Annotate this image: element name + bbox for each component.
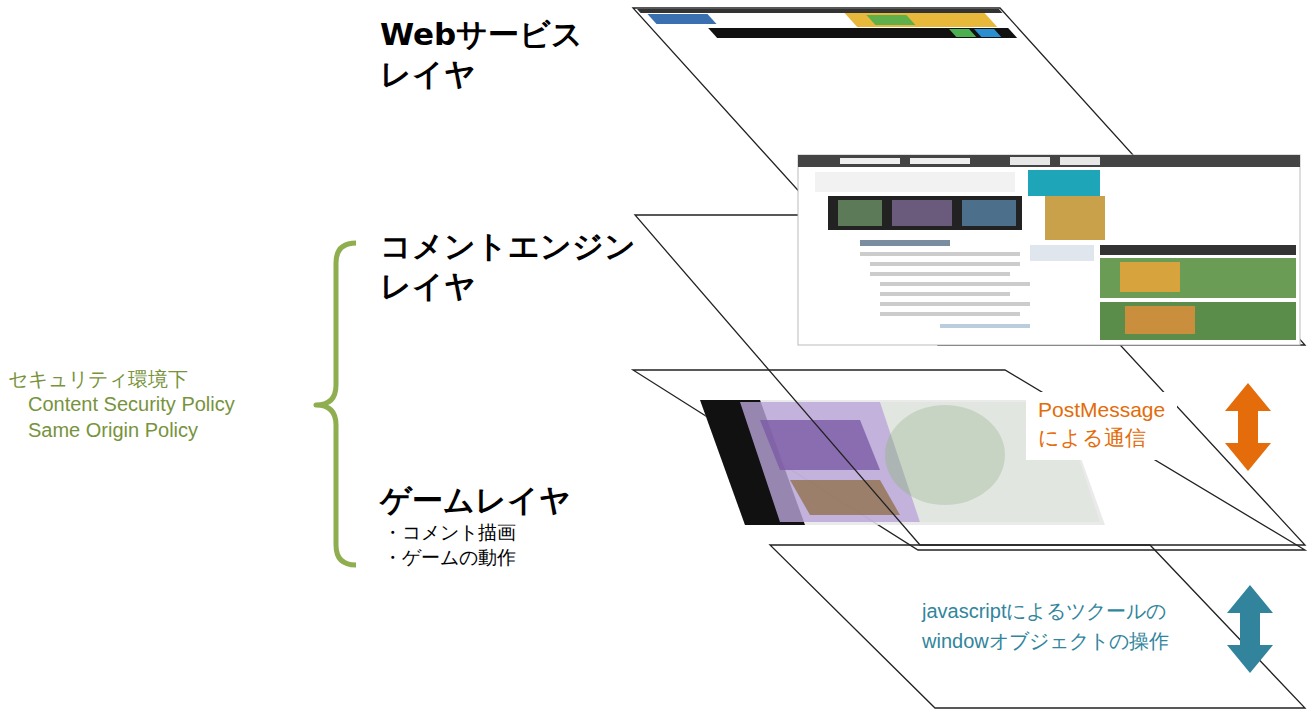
web-service-plane [633, 8, 1305, 345]
layer-note: ・コメント描画 [383, 520, 516, 544]
postmessage-arrow [1225, 383, 1271, 471]
window-operation-label: javascriptによるツクールの windowオブジェクトの操作 [920, 596, 1171, 656]
layer-title: ゲームレイヤ [380, 481, 571, 519]
layer-title: Webサービス レイヤ [380, 14, 583, 94]
page-screenshot [798, 155, 1300, 345]
web-screenshot [637, 9, 1025, 38]
bottom-plane [770, 545, 1305, 708]
security-policy: Same Origin Policy [28, 418, 198, 443]
security-policy: Content Security Policy [28, 392, 235, 417]
security-note: セキュリティ環境下 [8, 367, 188, 392]
comment-engine-plane [635, 215, 1305, 545]
postmessage-label: PostMessage による通信 [1026, 392, 1177, 460]
layer-title: コメントエンジン レイヤ [380, 226, 636, 306]
window-operation-arrow [1227, 585, 1273, 673]
layer-note: ・ゲームの動作 [383, 545, 516, 569]
security-bracket [316, 243, 356, 565]
game-plane [633, 370, 1305, 550]
